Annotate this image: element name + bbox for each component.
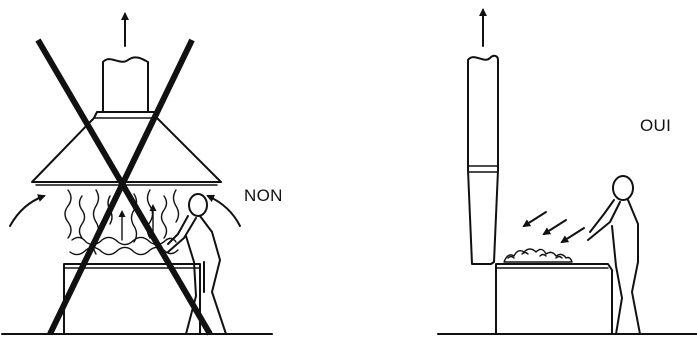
wrong-setup-group <box>1 12 273 336</box>
right-material-detail <box>507 251 563 259</box>
right-label: OUI <box>640 116 672 135</box>
left-fumes <box>64 189 180 256</box>
right-duct <box>467 54 499 265</box>
right-inflow-arrow <box>206 194 241 227</box>
correct-setup-group <box>437 8 697 335</box>
left-inflow-arrow <box>9 194 46 227</box>
right-workbench <box>495 263 613 335</box>
right-worker <box>587 175 655 335</box>
left-duct <box>102 56 149 113</box>
left-table <box>63 263 201 335</box>
left-worker <box>167 193 241 335</box>
capture-arrow-1 <box>522 211 547 228</box>
prohibition-cross <box>35 38 213 336</box>
capture-arrow-2 <box>542 219 567 236</box>
right-material <box>503 248 573 263</box>
wrong-label: NON <box>244 186 283 205</box>
capture-arrow-3 <box>560 227 585 244</box>
